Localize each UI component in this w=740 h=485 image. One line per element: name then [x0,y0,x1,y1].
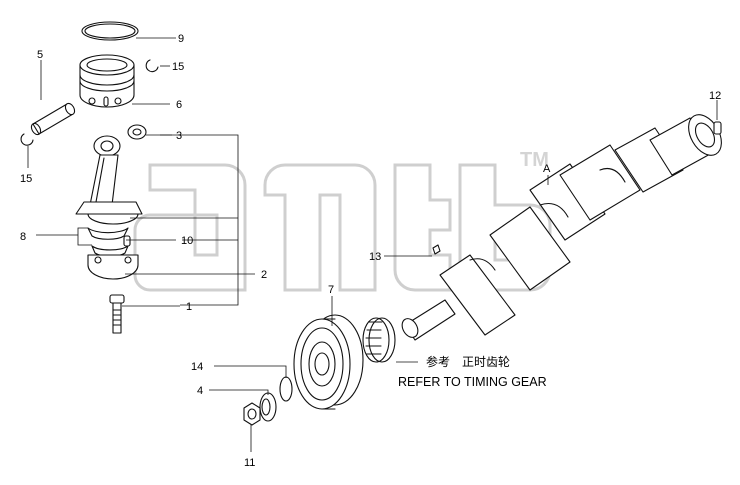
callout-1: 1 [186,301,192,313]
callout-15-upper: 15 [172,61,184,73]
reference-note-chinese: 参考 正时齿轮 [426,354,510,369]
connecting-rod-bolt [109,294,125,334]
snap-ring-lower [20,133,34,146]
callout-2: 2 [261,269,267,281]
watermark-logo: TM [133,149,552,292]
crankshaft-dowel [713,121,722,135]
reference-note-english: REFER TO TIMING GEAR [398,375,547,389]
callout-7: 7 [328,284,334,296]
bearing-shells [87,227,129,257]
reference-note: 参考 正时齿轮 REFER TO TIMING GEAR [398,354,547,389]
o-ring [279,376,293,402]
callout-10: 10 [181,235,193,247]
crankshaft-nut [243,402,261,426]
dowel-pin [123,235,131,247]
trademark-text: TM [520,149,549,171]
callout-9: 9 [178,33,184,45]
small-end-bushing [127,124,147,140]
callout-a: A [543,163,551,175]
callout-8: 8 [20,231,26,243]
callout-12: 12 [709,90,721,102]
connecting-rod-cap [87,254,139,280]
callout-15-lower: 15 [20,173,32,185]
piston-ring [81,21,139,41]
cone-washer [259,392,277,422]
callout-labels: 9 5 15 6 3 15 8 10 2 1 7 14 4 11 13 12 A [20,33,721,469]
callout-4: 4 [197,385,203,397]
crankshaft-key [432,244,441,255]
crankshaft-pulley [293,314,364,410]
snap-ring-upper [145,59,159,73]
callout-3: 3 [176,130,182,142]
callout-11: 11 [244,457,255,469]
crankshaft [401,114,722,341]
piston [79,54,135,108]
callout-14: 14 [191,361,203,373]
callout-6: 6 [176,99,182,111]
callout-5: 5 [37,49,43,61]
callout-13: 13 [369,251,381,263]
piston-pin [30,102,76,136]
timing-gear [362,317,396,363]
connecting-rod [75,135,143,225]
leader-lines [27,37,718,452]
